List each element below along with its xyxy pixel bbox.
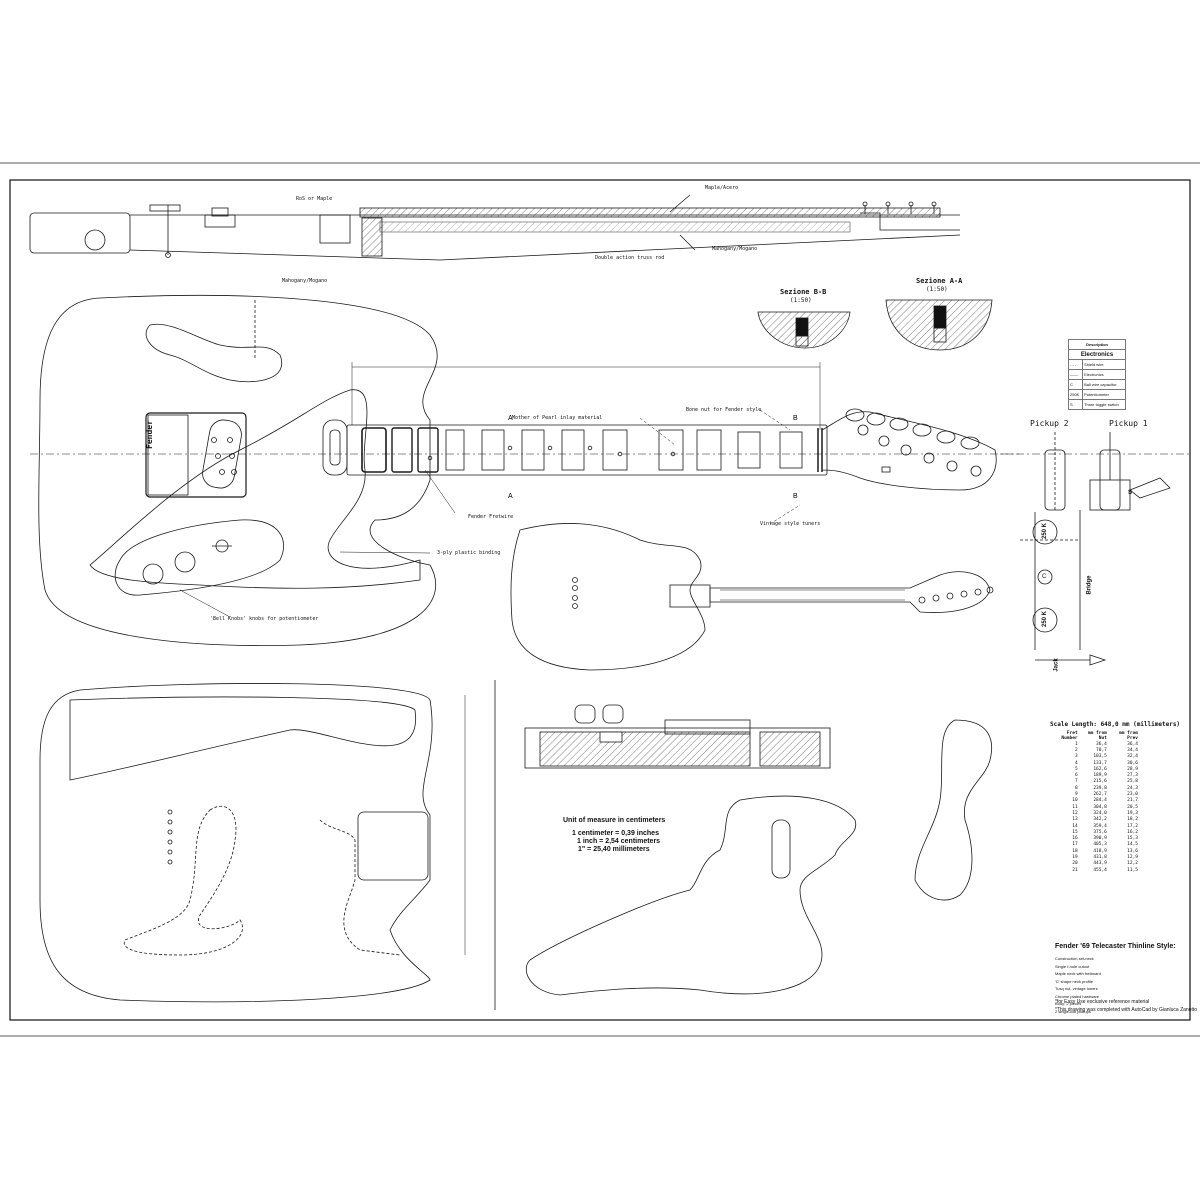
label-mother-of-pearl: Mother of Pearl inlay material xyxy=(512,415,603,421)
style-note-item: 2 single-coil pickups xyxy=(1055,1008,1091,1014)
section-bb-title: Sezione B-B xyxy=(780,288,827,296)
section-a-a xyxy=(885,299,993,351)
label-vintage-tuners: Vintage style tuners xyxy=(760,521,821,527)
label-ply-binding: 3-ply plastic binding xyxy=(437,550,501,556)
style-notes-title: Fender '69 Telecaster Thinline Style: xyxy=(1055,943,1176,950)
pot-250k-upper: 250 K xyxy=(1042,522,1049,540)
style-note-item: Maple neck with fretboard xyxy=(1055,971,1101,976)
f-hole xyxy=(145,323,283,383)
style-note-item: Tusq nut, vintage tuners xyxy=(1055,986,1098,991)
label-mahogany-body: Mahogany/Mogano xyxy=(282,278,328,284)
label-rosewood: RoS or Maple xyxy=(296,196,333,202)
jack-label: Jack xyxy=(1053,658,1060,672)
drawing-border xyxy=(9,179,1191,1021)
section-aa-title: Sezione A-A xyxy=(916,277,963,285)
label-double-action: Double action truss rod xyxy=(595,255,665,261)
label-bell-knobs: 'Bell Knobs' knobs for potentiometer xyxy=(210,616,319,622)
style-note-item: 'C' shape neck profile xyxy=(1055,978,1093,984)
style-note-item: Construction set-neck xyxy=(1055,956,1094,961)
units-line1: 1 centimeter = 0,39 inches xyxy=(572,830,659,837)
section-aa-scale: (1:50) xyxy=(926,286,948,293)
fret-header-prev: mm from Prev xyxy=(1119,731,1138,741)
style-note-item: Single f-hole cutout xyxy=(1055,963,1090,969)
style-note-item: Chrome plated hardware xyxy=(1055,993,1100,999)
neck-side-view xyxy=(29,194,961,261)
label-fender-fretwire: Fender Fretwire xyxy=(468,514,514,520)
wiring-diagram xyxy=(1000,432,1190,666)
units-title: Unit of measure in centimeters xyxy=(563,817,666,824)
switch-label: S xyxy=(1128,490,1133,496)
legend-row: - - -Shield wire xyxy=(1067,359,1126,370)
section-mark-b-top: B xyxy=(793,415,798,422)
pot-250k-lower: 250 K xyxy=(1042,610,1049,628)
pickguard-outline xyxy=(525,795,857,996)
units-line3: 1" = 25,40 millimeters xyxy=(578,846,650,853)
fret-header-nut: mm from Nut xyxy=(1087,731,1107,741)
body-top-view xyxy=(30,295,1020,646)
body-back-view xyxy=(39,680,496,1010)
units-line2: 1 inch = 2,54 centimeters xyxy=(577,838,661,845)
style-notes-footer1: *for Easy Use exclusive reference materi… xyxy=(1055,999,1150,1005)
electronics-subtitle: Electronics xyxy=(1068,349,1126,360)
capacitor-label: C xyxy=(1042,574,1047,580)
section-mark-a-bottom: A xyxy=(508,493,513,500)
small-guitar-view xyxy=(510,523,994,671)
control-plate-outline xyxy=(914,719,993,901)
bridge-plate-logo-box xyxy=(147,414,189,496)
body-side-section xyxy=(524,704,831,769)
style-notes-list: Construction set-neck Single f-hole cuto… xyxy=(1055,955,1101,1015)
bridge-plate-logo: Fender xyxy=(145,420,154,449)
electronics-title: Description xyxy=(1068,339,1126,350)
pickup1-label: Pickup 1 xyxy=(1109,419,1148,428)
section-bb-scale: (1:50) xyxy=(790,297,812,304)
section-mark-b-bottom: B xyxy=(793,493,798,500)
label-mahogany: Mahogany/Mogano xyxy=(712,246,758,252)
style-note-item: Body: 2 pieces xyxy=(1055,1001,1082,1006)
label-maple-acero: Maple/Acero xyxy=(705,185,739,191)
label-bone-nut: Bone nut for Fender style xyxy=(686,407,762,413)
section-b-b xyxy=(757,311,851,349)
bridge-label: Bridge xyxy=(1086,575,1093,595)
section-mark-a-top: A xyxy=(508,415,513,422)
fret-header-number: Fret Number xyxy=(1061,731,1078,741)
fret-table-title: Scale Length: 648,0 mm (millimeters) xyxy=(1050,721,1181,728)
style-notes-footer2: *This drawing was completed with AutoCad… xyxy=(1055,1007,1198,1013)
legend-row: ——Electronics xyxy=(1067,369,1126,380)
electronics-legend: Description Electronics - - -Shield wire… xyxy=(1067,339,1126,410)
pickup2-label: Pickup 2 xyxy=(1030,419,1069,428)
